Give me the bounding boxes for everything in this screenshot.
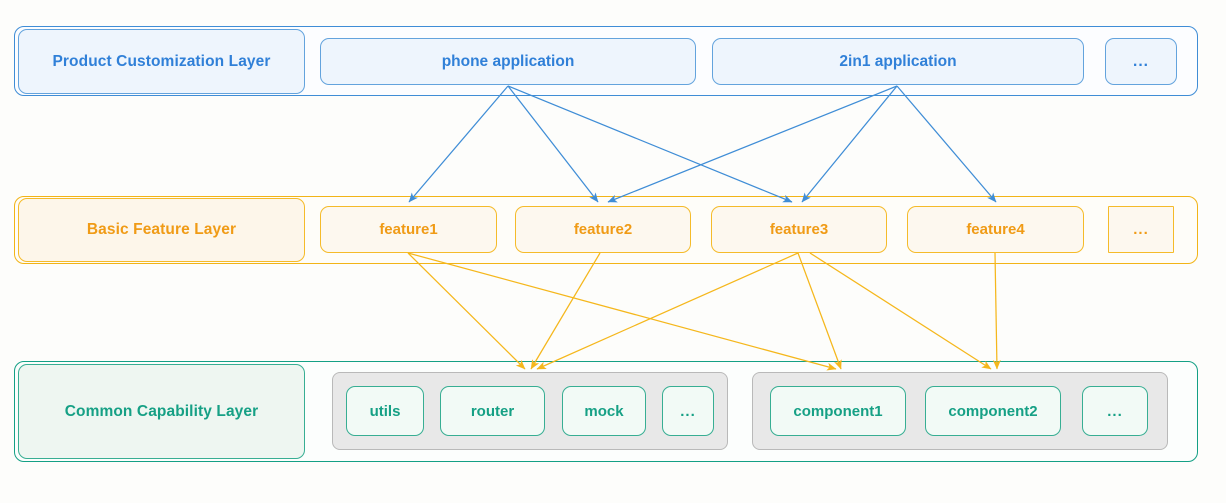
edge-feature3-to-component2 bbox=[809, 252, 992, 370]
node-utils[interactable]: utils bbox=[346, 386, 424, 436]
node-utility-ellipsis[interactable]: ... bbox=[662, 386, 714, 436]
app-to-feature-edges bbox=[408, 85, 997, 203]
edge-2in1-to-feature4 bbox=[896, 85, 997, 203]
node-component-ellipsis[interactable]: ... bbox=[1082, 386, 1148, 436]
edge-feature1-to-component1 bbox=[407, 252, 837, 371]
feature-layer-label: Basic Feature Layer bbox=[18, 198, 305, 262]
edge-2in1-to-feature2 bbox=[607, 85, 898, 203]
capability-layer-label: Common Capability Layer bbox=[18, 364, 305, 459]
edge-feature3-to-router bbox=[536, 252, 799, 370]
node-component2[interactable]: component2 bbox=[925, 386, 1061, 436]
edge-feature1-to-router bbox=[407, 252, 526, 370]
edge-phone-to-feature2 bbox=[507, 85, 599, 203]
product-layer-label: Product Customization Layer bbox=[18, 29, 305, 94]
node-component1[interactable]: component1 bbox=[770, 386, 906, 436]
node-mock[interactable]: mock bbox=[562, 386, 646, 436]
edge-2in1-to-feature3 bbox=[801, 85, 898, 203]
node-feature3[interactable]: feature3 bbox=[711, 206, 887, 253]
feature-to-capability-edges bbox=[407, 252, 1001, 371]
node-feature4[interactable]: feature4 bbox=[907, 206, 1084, 253]
node-feature1[interactable]: feature1 bbox=[320, 206, 497, 253]
edge-feature2-to-router bbox=[530, 252, 601, 370]
node-feature2[interactable]: feature2 bbox=[515, 206, 691, 253]
node-phone-application[interactable]: phone application bbox=[320, 38, 696, 85]
node-app-ellipsis[interactable]: ... bbox=[1105, 38, 1177, 85]
edge-feature4-to-component2 bbox=[992, 252, 1001, 370]
edge-feature3-to-component1 bbox=[797, 252, 842, 370]
node-2in1-application[interactable]: 2in1 application bbox=[712, 38, 1084, 85]
edge-phone-to-feature1 bbox=[408, 85, 509, 203]
node-feature-ellipsis[interactable]: ... bbox=[1108, 206, 1174, 253]
node-router[interactable]: router bbox=[440, 386, 545, 436]
edge-phone-to-feature3 bbox=[507, 85, 793, 203]
